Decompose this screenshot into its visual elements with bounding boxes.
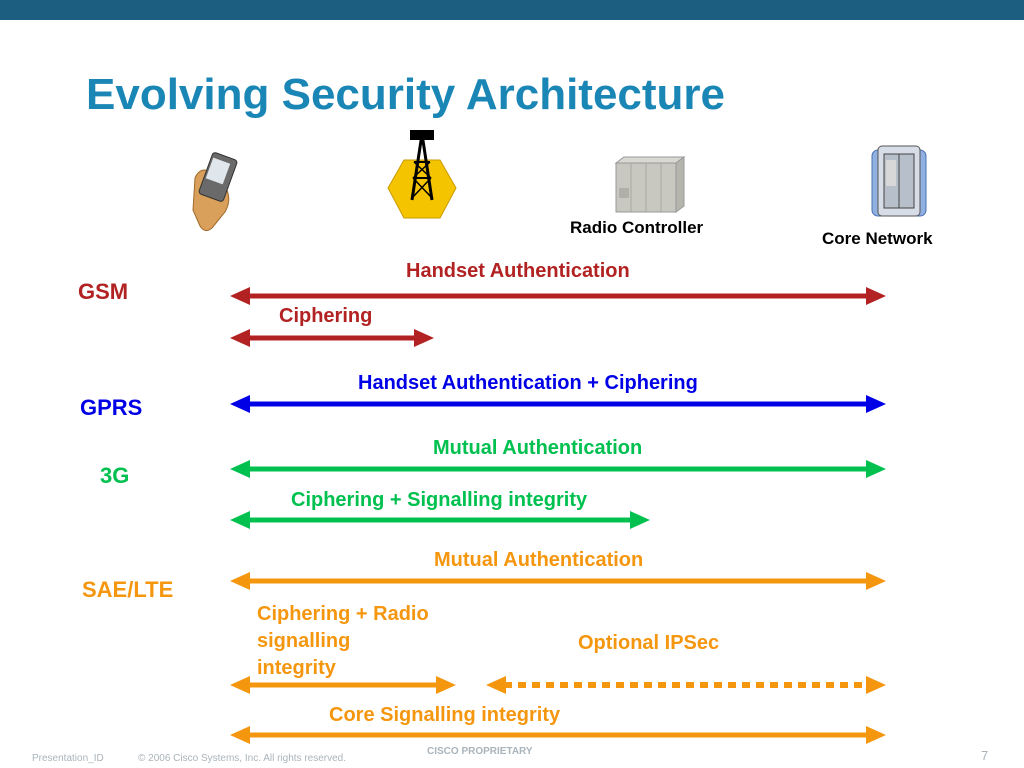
lte-ciphering-radio-arrow — [230, 676, 456, 694]
tech-label-gsm: GSM — [78, 279, 129, 304]
tech-label-3g: 3G — [100, 463, 130, 488]
lte-mutual-authentication-label: Mutual Authentication — [434, 549, 644, 571]
top-banner — [0, 0, 1024, 20]
gsm-ciphering-arrow — [230, 329, 434, 347]
core-network-icon — [871, 145, 927, 217]
gprs-arrow — [230, 395, 886, 413]
3g-mutual-authentication-arrow — [230, 460, 886, 478]
gsm-handset-authentication-label: Handset Authentication — [406, 260, 630, 282]
footer-presentation-id: Presentation_ID — [32, 753, 104, 764]
3g-ciphering-integrity-label: Ciphering + Signalling integrity — [291, 489, 588, 511]
radio-controller-label: Radio Controller — [570, 218, 704, 237]
core-network-label: Core Network — [822, 229, 933, 248]
3g-ciphering-integrity-arrow — [230, 511, 650, 529]
radio-controller-icon — [614, 156, 686, 213]
gsm-authentication-arrow — [230, 287, 886, 305]
tech-label-gprs: GPRS — [80, 395, 143, 420]
lte-core-signalling-integrity-label: Core Signalling integrity — [329, 704, 561, 726]
lte-ciphering-radio-integrity-label: Ciphering + Radio signalling integrity — [257, 603, 429, 679]
lte-core-signalling-arrow — [230, 726, 886, 744]
3g-mutual-authentication-label: Mutual Authentication — [433, 437, 643, 459]
footer-copyright: © 2006 Cisco Systems, Inc. All rights re… — [138, 753, 347, 764]
gprs-authentication-ciphering-label: Handset Authentication + Ciphering — [358, 372, 698, 394]
slide-title: Evolving Security Architecture — [86, 70, 726, 119]
lte-optional-ipsec-arrow — [486, 676, 886, 694]
lte-optional-ipsec-label: Optional IPSec — [578, 632, 720, 654]
lte-mutual-authentication-arrow — [230, 572, 886, 590]
handset-icon — [192, 152, 238, 232]
cell-tower-icon — [387, 130, 457, 219]
footer-page-number: 7 — [981, 748, 989, 763]
gsm-ciphering-label: Ciphering — [279, 305, 373, 327]
tech-label-sae-lte: SAE/LTE — [82, 577, 174, 602]
footer-classification: CISCO PROPRIETARY — [427, 746, 533, 757]
